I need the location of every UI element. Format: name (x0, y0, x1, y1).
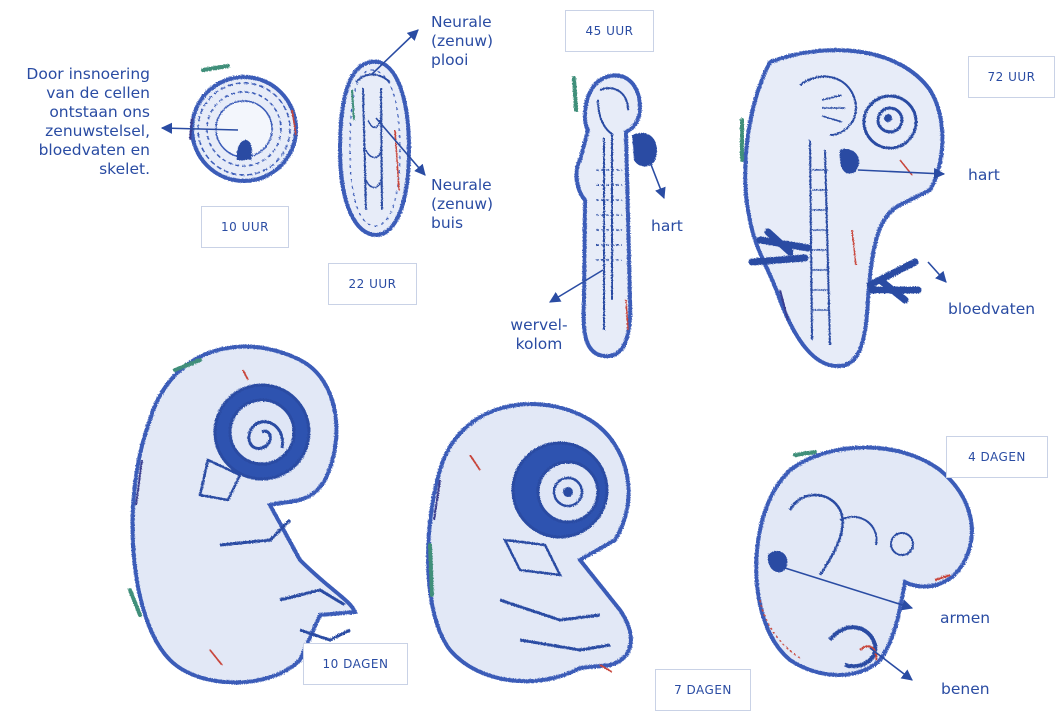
label-bloedvaten: bloedvaten (948, 300, 1035, 319)
embryo-7-dagen (428, 404, 631, 681)
stage-tag-10-uur: 10 UUR (201, 206, 289, 248)
embryo-22-uur (340, 62, 409, 235)
arrow-bloedvaten (928, 262, 946, 282)
label-hart-45: hart (651, 217, 683, 236)
stage-tag-72-uur: 72 UUR (968, 56, 1055, 98)
label-benen: benen (941, 680, 990, 699)
stage-tag-45-uur: 45 UUR (565, 10, 654, 52)
label-armen: armen (940, 609, 990, 628)
label-insnoering: Door insnoering van de cellen ontstaan o… (0, 65, 150, 179)
label-neurale-plooi: Neurale (zenuw) plooi (431, 13, 493, 70)
label-hart-72: hart (968, 166, 1000, 185)
embryo-10-dagen (130, 347, 355, 683)
stage-tag-7-dagen: 7 DAGEN (655, 669, 751, 711)
label-neurale-buis: Neurale (zenuw) buis (431, 176, 493, 233)
stage-tag-4-dagen: 4 DAGEN (946, 436, 1048, 478)
embryo-45-uur (574, 75, 657, 356)
stage-tag-10-dagen: 10 DAGEN (303, 643, 408, 685)
arrow-hart-45 (650, 162, 664, 198)
embryo-72-uur (742, 50, 942, 366)
arrow-plooi (371, 30, 418, 75)
label-wervelkolom: wervel- kolom (504, 316, 574, 354)
embryo-4-dagen (756, 448, 972, 676)
stage-tag-22-uur: 22 UUR (328, 263, 417, 305)
embryo-10-uur (190, 66, 296, 181)
